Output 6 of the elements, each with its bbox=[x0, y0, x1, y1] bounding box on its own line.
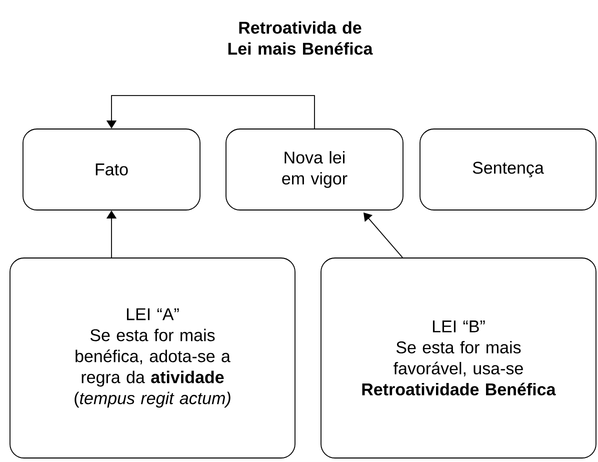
process-box: LEI “A” Se esta for mais benéfica, adota-se a regra da atividade (tempus regit actum) bbox=[10, 258, 296, 458]
process-box: Sentença bbox=[420, 128, 596, 210]
title: Retroativida de Lei mais Benéfica bbox=[228, 21, 373, 55]
process-box: Nova lei em vigor bbox=[226, 128, 404, 210]
process-box: LEI “B” Se esta for mais favorável, usa-se Retroatividade Benéfica bbox=[320, 258, 596, 458]
process-box: Fato bbox=[22, 128, 200, 210]
